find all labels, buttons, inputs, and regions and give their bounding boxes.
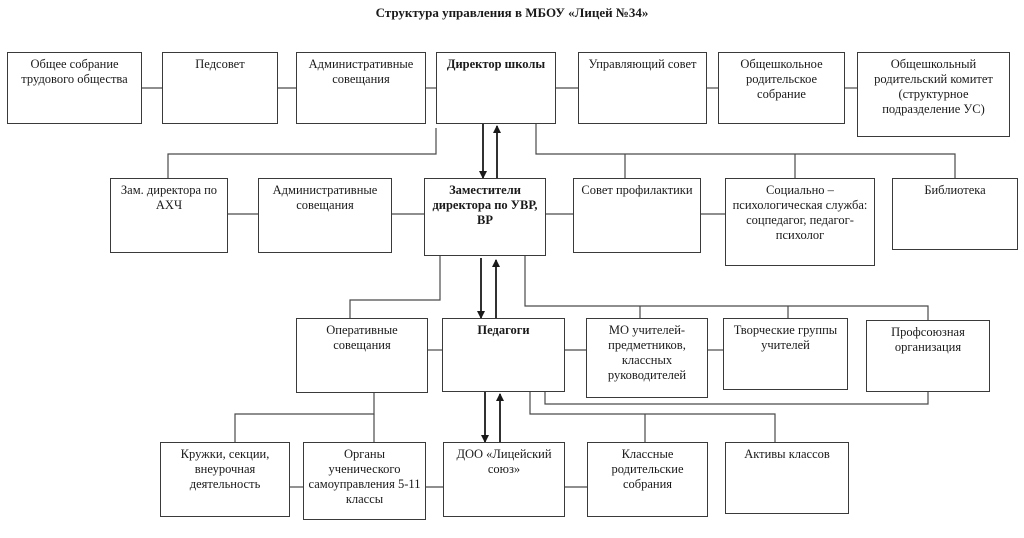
box-student-government: Органы ученического самоуправления 5-11 … (303, 442, 426, 520)
link-director-right-branch (535, 124, 956, 178)
box-admin-meetings-top: Административные совещания (296, 52, 426, 124)
box-governing-council: Управляющий совет (578, 52, 707, 124)
box-prevention-council: Совет профилактики (573, 178, 701, 253)
link-deputies-left-branch (349, 256, 441, 318)
box-trade-union: Профсоюзная организация (866, 320, 990, 392)
box-director: Директор школы (436, 52, 556, 124)
box-class-actives: Активы классов (725, 442, 849, 514)
box-social-service: Социально – психологическая служба: соцп… (725, 178, 875, 266)
box-admin-meetings-mid: Административные совещания (258, 178, 392, 253)
box-parent-meeting: Общешкольное родительское собрание (718, 52, 845, 124)
box-teachers: Педагоги (442, 318, 565, 392)
box-operative-meetings: Оперативные совещания (296, 318, 428, 393)
box-mo-teachers: МО учителей-предметников, классных руков… (586, 318, 708, 398)
link-teachers-union (544, 392, 929, 405)
box-creative-groups: Творческие группы учителей (723, 318, 848, 390)
box-library: Библиотека (892, 178, 1018, 250)
link-operative-bottom-branch (234, 393, 375, 442)
link-deputies-right-branch (524, 256, 929, 320)
box-class-parent-meetings: Классные родительские собрания (587, 442, 708, 517)
page-title: Структура управления в МБОУ «Лицей №34» (375, 5, 649, 20)
box-general-meeting: Общее собрание трудового общества (7, 52, 142, 124)
box-deputies: Заместители директора по УВР, ВР (424, 178, 546, 256)
box-clubs: Кружки, секции, внеурочная деятельность (160, 442, 290, 517)
social-service-text: Социально – психологическая служба: соцп… (732, 183, 868, 242)
box-parent-committee: Общешкольный родительский комитет (струк… (857, 52, 1010, 137)
box-pedsovet: Педсовет (162, 52, 278, 124)
box-deputy-ahch: Зам. директора по АХЧ (110, 178, 228, 253)
link-director-left-branch (167, 128, 437, 178)
box-doo: ДОО «Лицейский союз» (443, 442, 565, 517)
link-teachers-bottom-branch (529, 392, 776, 442)
